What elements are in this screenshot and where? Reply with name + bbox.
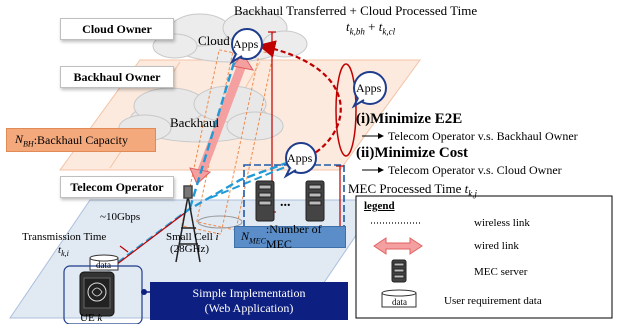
legend-title: legend: [364, 200, 395, 212]
legend-item-wired: wired link: [474, 240, 519, 252]
red-dashed-curve: [257, 40, 342, 162]
cloud-label: Cloud: [198, 33, 230, 48]
objective-e2e-desc: Telecom Operator v.s. Backhaul Owner: [388, 129, 578, 143]
apps-bubble-mec: [283, 142, 317, 179]
mec-server-1: [255, 180, 275, 222]
implementation-box: Simple Implementation (Web Application): [150, 282, 348, 320]
apps-label-cloud: Apps: [233, 37, 259, 51]
backhaul-cloud: [118, 85, 284, 143]
backhaul-owner-label: Backhaul Owner: [60, 66, 174, 88]
transmission-time-symbol: tk,i: [58, 244, 69, 259]
number-of-mec-box: NMEC:Number of MEC: [234, 222, 346, 251]
implementation-line2: (Web Application): [204, 301, 294, 315]
top-title: Backhaul Transferred + Cloud Processed T…: [234, 3, 478, 18]
apps-bubble-right: [351, 71, 387, 109]
top-formula: tk,bh + tk,cl: [346, 19, 396, 37]
legend-server: [391, 259, 407, 283]
red-ellipse: [335, 63, 357, 157]
cloud-owner-label: Cloud Owner: [60, 18, 174, 40]
legend-item-data: User requirement data: [444, 295, 542, 307]
apps-label-mec: Apps: [287, 151, 313, 165]
objective-e2e-title: (i)Minimize E2E: [356, 111, 463, 127]
implementation-line1: Simple Implementation: [192, 286, 306, 300]
small-cell-label: Small Cell i: [166, 231, 219, 243]
data-cylinder: [89, 254, 119, 271]
apps-label-right: Apps: [356, 81, 382, 95]
small-cell-freq: (28GHz): [170, 243, 210, 255]
legend-data-cylinder: [381, 289, 417, 308]
objective-cost-title: (ii)Minimize Cost: [356, 145, 469, 161]
ue-data-label: data: [96, 260, 111, 270]
mec-server-2: [305, 180, 325, 222]
small-cell-tower: [175, 185, 201, 263]
legend-wired-arrow: [373, 237, 423, 255]
speed-label: ~10Gbps: [100, 211, 141, 223]
backhaul-label: Backhaul: [170, 115, 220, 130]
ue-label: UE k: [80, 312, 103, 324]
mec-ellipsis: ...: [280, 195, 291, 210]
transmission-time-label: Transmission Time: [22, 231, 107, 243]
blue-dashed-path: [107, 156, 301, 271]
apps-bubble-cloud: [229, 28, 263, 65]
ue-phone: [79, 271, 115, 317]
telecom-operator-label: Telecom Operator: [60, 176, 174, 198]
legend-data-label: data: [392, 297, 407, 307]
wired-link-backhaul: [189, 53, 255, 185]
top-cloud: [152, 10, 308, 63]
legend-item-server: MEC server: [474, 266, 528, 278]
objective-cost-desc: Telecom Operator v.s. Cloud Owner: [388, 163, 562, 177]
mec-processed-time: MEC Processed Time tk,j: [348, 181, 478, 199]
legend-item-wireless: wireless link: [474, 217, 530, 229]
backhaul-capacity-box: NBH:Backhaul Capacity: [6, 128, 156, 152]
